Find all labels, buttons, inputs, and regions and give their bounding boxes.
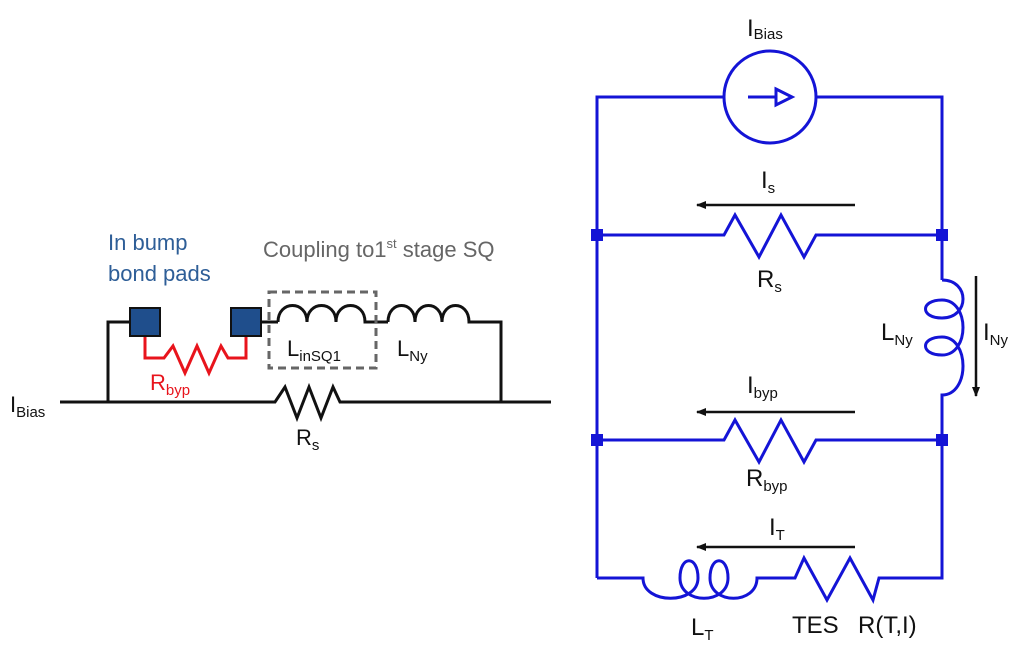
bond-pad-2 <box>230 307 262 337</box>
lt-inductor <box>597 559 760 600</box>
right-rbyp-label: Rbyp <box>746 465 788 495</box>
rti-label: R(T,I) <box>858 612 917 639</box>
left-rbyp-label: Rbyp <box>150 370 190 399</box>
right-lny-inductor <box>924 278 965 440</box>
linsq1-label: LinSQ1 <box>287 336 341 365</box>
coupling-label: Coupling to1st stage SQ <box>263 236 495 262</box>
current-source <box>722 49 818 145</box>
left-rs-label: Rs <box>296 425 319 454</box>
coupling-label-sup: st <box>387 236 398 251</box>
is-label: Is <box>761 167 775 197</box>
right-rbyp-resistor <box>597 416 942 466</box>
tes-label: TES <box>792 612 839 639</box>
current-source-arrow-head <box>774 86 796 108</box>
right-rs-label: Rs <box>757 266 782 296</box>
right-ibias-label: IBias <box>747 15 783 43</box>
junction-node <box>591 434 603 446</box>
junction-node <box>591 229 603 241</box>
left-ibias-label: IBias <box>10 392 45 421</box>
ibyp-label: Ibyp <box>747 372 778 402</box>
left-lny-label: LNy <box>397 336 428 365</box>
junction-node <box>936 434 948 446</box>
top-wire-left <box>595 95 724 578</box>
bond-pad-1 <box>129 307 161 337</box>
pad-label-line1: In bump <box>108 230 188 255</box>
rbyp-resistor <box>143 336 248 377</box>
left-vertical-wire <box>106 320 130 402</box>
iny-label: INy <box>983 319 1009 349</box>
right-rs-resistor <box>597 211 942 261</box>
linsq1-inductor <box>276 304 388 324</box>
right-rail-lower <box>885 440 944 580</box>
right-lny-label: LNy <box>881 319 913 349</box>
it-label: IT <box>769 514 785 544</box>
tes-resistor <box>760 554 885 604</box>
coupling-label-post: stage SQ <box>397 237 495 262</box>
right-circuit: IBias Is Rs LNy INy Ibyp Rbyp IT LT TES … <box>591 15 1009 644</box>
left-circuit: In bump bond pads Coupling to1st stage S… <box>10 230 551 454</box>
coupling-box <box>267 290 378 370</box>
pad-label-line2: bond pads <box>108 261 211 286</box>
junction-node <box>936 229 948 241</box>
top-wire-right <box>816 95 944 280</box>
coupling-label-pre: Coupling to1 <box>263 237 387 262</box>
lny-inductor-left <box>386 304 503 402</box>
left-bottom-wire <box>60 382 551 423</box>
lt-label: LT <box>691 614 714 644</box>
